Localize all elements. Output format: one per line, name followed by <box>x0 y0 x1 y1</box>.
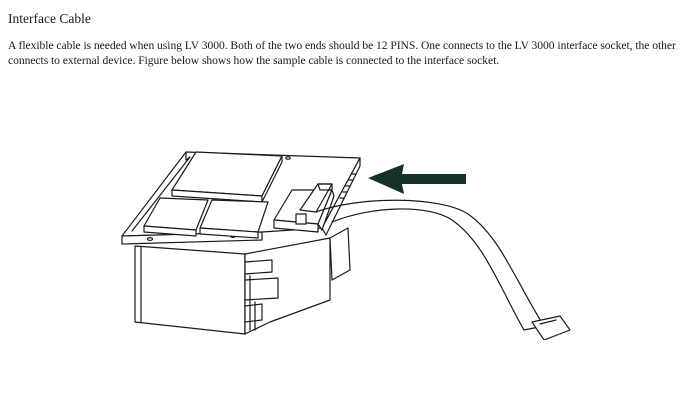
cable-connection-figure <box>100 140 580 340</box>
small-chip-left <box>143 197 209 237</box>
module-and-cable-drawing <box>121 151 571 340</box>
flex-cable <box>315 199 571 340</box>
insertion-arrow-icon <box>368 164 466 194</box>
section-title: Interface Cable <box>8 11 91 26</box>
interface-socket <box>273 183 335 233</box>
section-paragraph: A flexible cable is needed when using LV… <box>8 39 676 68</box>
small-chip-middle <box>199 199 269 239</box>
large-chip <box>171 151 283 203</box>
module-housing <box>134 227 351 335</box>
